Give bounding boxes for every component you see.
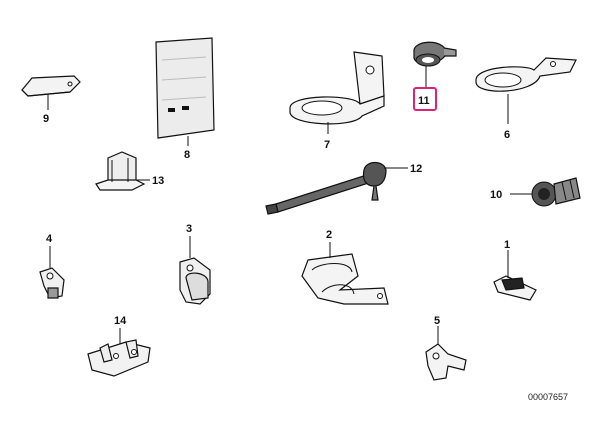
part-9[interactable]: 9 — [21, 75, 81, 125]
callout-1: 1 — [504, 239, 510, 251]
part-1[interactable]: 1 — [493, 239, 537, 301]
callout-13: 13 — [152, 175, 164, 187]
callout-9: 9 — [43, 113, 49, 125]
callout-14: 14 — [114, 315, 127, 327]
part-8[interactable]: 8 — [155, 37, 215, 161]
part-4[interactable]: 4 — [39, 233, 65, 299]
callout-5: 5 — [434, 315, 440, 327]
part-14[interactable]: 14 — [87, 315, 151, 377]
callout-4: 4 — [46, 233, 53, 245]
callout-11: 11 — [418, 95, 430, 107]
callout-2: 2 — [326, 229, 332, 241]
part-3[interactable]: 3 — [179, 223, 211, 305]
callout-12: 12 — [410, 163, 422, 175]
callout-6: 6 — [504, 129, 510, 141]
highlight-box — [413, 87, 437, 111]
callout-7: 7 — [324, 139, 330, 151]
part-6[interactable]: 6 — [475, 57, 577, 141]
part-13[interactable]: 13 — [95, 151, 164, 191]
callout-10: 10 — [490, 189, 502, 201]
part-5[interactable]: 5 — [425, 315, 467, 381]
part-12[interactable]: 12 — [265, 161, 422, 215]
callout-8: 8 — [184, 149, 190, 161]
diagram-reference: 00007657 — [528, 392, 568, 402]
part-2[interactable]: 2 — [301, 229, 389, 305]
part-11[interactable]: 11 — [413, 41, 457, 111]
part-7[interactable]: 7 — [289, 51, 385, 151]
part-10[interactable]: 10 — [490, 177, 581, 207]
callout-3: 3 — [186, 223, 192, 235]
